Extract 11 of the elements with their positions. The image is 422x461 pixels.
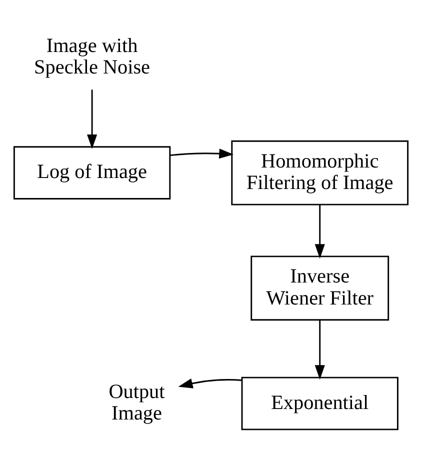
node-text: Output Image (108, 381, 165, 425)
arrow (314, 320, 325, 380)
arrow (87, 90, 98, 149)
arrow (178, 378, 242, 388)
node-box: Homomorphic Filtering of Image (231, 140, 409, 206)
arrow (170, 148, 234, 159)
arrow (314, 205, 325, 259)
node-box: Log of Image (13, 146, 171, 200)
node-box: Inverse Wiener Filter (250, 256, 390, 321)
node-text: Image with Speckle Noise (34, 35, 150, 79)
node-box: Exponential (241, 376, 398, 430)
